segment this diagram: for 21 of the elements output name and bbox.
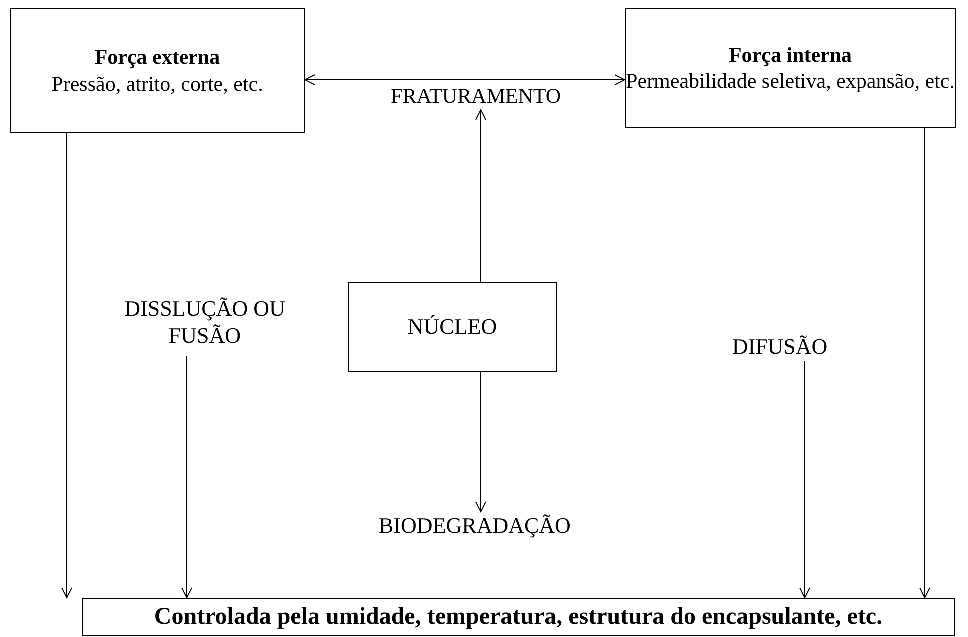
process-label: BIODEGRADAÇÃO — [330, 512, 620, 540]
process-box — [10, 8, 305, 133]
box-heading: Força externa — [94, 44, 220, 70]
arrow — [182, 356, 192, 598]
arrow — [304, 74, 626, 86]
process-label: DISSLUÇÃO OU FUSÃO — [115, 288, 295, 356]
process-label: FRATURAMENTO — [340, 83, 612, 110]
arrow — [920, 128, 930, 598]
box-text: NÚCLEO — [408, 313, 498, 341]
process-label: DIFUSÃO — [715, 332, 845, 361]
core-box — [348, 282, 557, 372]
arrow — [62, 132, 72, 598]
box-heading: Força interna — [728, 42, 852, 68]
box-text: Permeabilidade seletiva, expansão, etc. — [626, 68, 955, 94]
box-text: Pressão, atrito, corte, etc. — [52, 70, 264, 97]
box-text: Controlada pela umidade, temperatura, estrutura do encapsulante, etc. — [154, 603, 883, 632]
result-box — [82, 598, 955, 636]
arrow — [476, 110, 486, 282]
process-box — [625, 8, 956, 128]
arrow — [476, 372, 486, 512]
arrow — [800, 360, 810, 598]
